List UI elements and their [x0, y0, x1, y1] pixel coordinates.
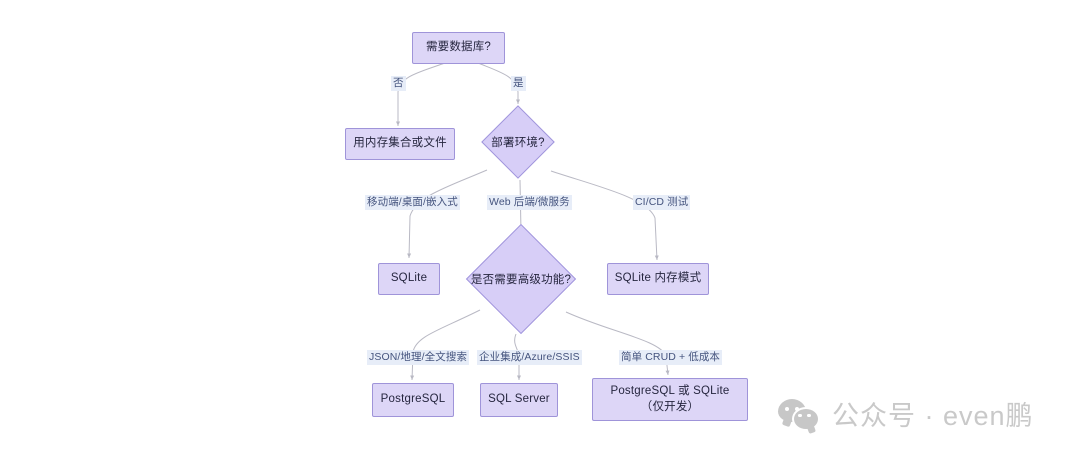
edge-label-enterprise-azure-ssis: 企业集成/Azure/SSIS — [477, 350, 582, 365]
node-pg-or-sqlite-label: PostgreSQL 或 SQLite（仅开发） — [610, 384, 730, 413]
node-need-adv-label: 是否需要高级功能? — [470, 274, 572, 286]
node-in-memory-label: 用内存集合或文件 — [353, 137, 447, 150]
node-sqlserver[interactable]: SQL Server — [480, 383, 558, 417]
edge-label-yes: 是 — [511, 76, 526, 91]
edge-label-web-backend-microservice: Web 后端/微服务 — [487, 195, 572, 210]
edge-label-no: 否 — [391, 76, 406, 91]
node-need-db-label: 需要数据库? — [425, 41, 492, 54]
watermark: 公众号 · even鹏 — [778, 394, 1034, 433]
node-postgresql-label: PostgreSQL — [380, 393, 446, 406]
node-sqlite-mem[interactable]: SQLite 内存模式 — [607, 263, 709, 295]
node-sqlite-label: SQLite — [390, 272, 428, 285]
edge-need-adv-to-postgresql — [410, 309, 481, 381]
edge-label-simple-crud-low-cost: 简单 CRUD + 低成本 — [619, 350, 723, 365]
edge-label-json-geo-fulltext: JSON/地理/全文搜索 — [367, 350, 470, 365]
edge-label-cicd-test: CI/CD 测试 — [633, 195, 691, 210]
edge-need-db-to-in-memory — [396, 62, 446, 126]
edge-need-adv-to-pg-or-sqlite — [565, 311, 670, 376]
watermark-text: 公众号 · even鹏 — [832, 401, 1034, 431]
edge-deploy-env-to-sqlite — [407, 169, 488, 259]
node-deploy-env-label: 部署环境? — [491, 137, 545, 149]
edge-label-mobile-desktop-embedded: 移动端/桌面/嵌入式 — [365, 195, 460, 210]
node-need-db[interactable]: 需要数据库? — [412, 32, 505, 64]
node-sqlserver-label: SQL Server — [488, 393, 550, 406]
edge-deploy-env-to-sqlite-mem — [550, 170, 659, 261]
node-postgresql[interactable]: PostgreSQL — [372, 383, 454, 417]
node-sqlite-mem-label: SQLite 内存模式 — [614, 272, 702, 285]
wechat-icon — [778, 398, 820, 431]
node-sqlite[interactable]: SQLite — [378, 263, 440, 295]
node-pg-or-sqlite[interactable]: PostgreSQL 或 SQLite（仅开发） — [592, 378, 748, 421]
node-in-memory[interactable]: 用内存集合或文件 — [345, 128, 455, 160]
